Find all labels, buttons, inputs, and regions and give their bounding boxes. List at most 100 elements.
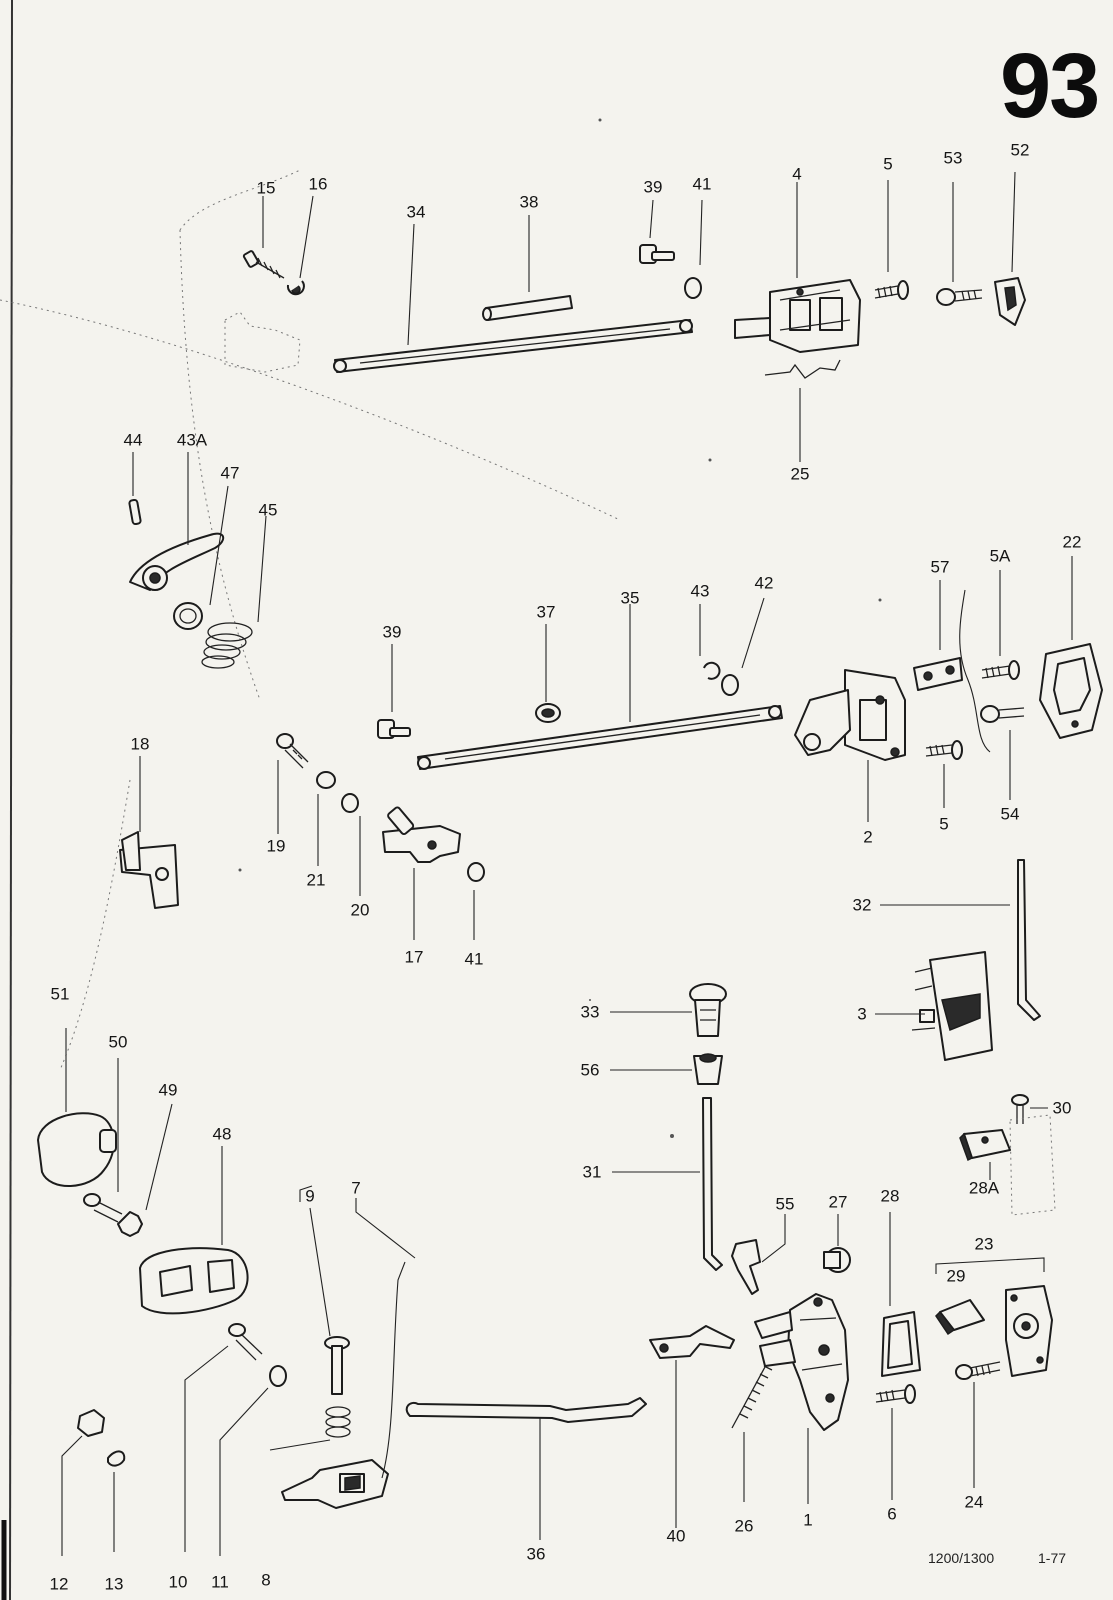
part-label-51: 51 [50,984,70,1004]
door-outline-hint [0,299,621,521]
part-label-8: 8 [261,1570,271,1590]
bezel-22 [1039,643,1103,739]
part-label-52: 52 [1010,140,1030,160]
part-label-55: 55 [775,1194,795,1214]
part-label-23: 23 [974,1234,994,1254]
model-code: 1200/1300 [928,1550,995,1566]
washer-21 [316,771,336,789]
rod-36 [405,1397,647,1423]
rod-32 [1017,859,1041,1021]
part-label-42: 42 [754,573,774,593]
screw-5-top [874,280,909,300]
grommet-37 [535,703,561,723]
clip-13 [107,1450,126,1467]
part-label-25: 25 [790,464,810,484]
part-label-7: 7 [351,1178,361,1198]
part-label-27: 27 [828,1192,848,1212]
pin-9 [324,1336,350,1395]
part-label-39-mid: 39 [382,622,402,642]
part-label-31: 31 [582,1162,602,1182]
part-label-41-top: 41 [692,174,712,194]
part-label-35: 35 [620,588,640,608]
part-label-1: 1 [803,1510,813,1530]
pin-44 [128,498,142,526]
lock-bracket-17 [382,806,461,863]
spring-clip-25 [764,359,841,379]
lever-40 [649,1325,735,1359]
part-label-32: 32 [852,895,872,915]
part-label-33: 33 [580,1002,600,1022]
part-label-22: 22 [1062,532,1082,552]
part-label-44: 44 [123,430,143,450]
screw-10 [228,1323,263,1361]
wedge-29 [935,1299,985,1336]
part-label-30: 30 [1052,1098,1072,1118]
washer-41-top [684,277,702,299]
latch-1 [754,1293,849,1431]
spring-45 [201,622,253,669]
part-label-16: 16 [308,174,328,194]
screw-19 [276,733,309,769]
part-label-56: 56 [580,1060,600,1080]
part-label-54: 54 [1000,804,1020,824]
date-code: 1-77 [1038,1550,1067,1566]
part-label-50: 50 [108,1032,128,1052]
cap-51 [37,1112,117,1187]
button-33 [689,983,727,1037]
handle-lever-43A [129,532,225,591]
part-label-28A: 28A [968,1178,1000,1198]
part-label-9: 9 [305,1186,315,1206]
screw-5-mid [925,740,963,760]
lock-assembly-2 [794,669,906,761]
washer-41-mid [467,862,485,882]
washer-42 [721,674,739,696]
part-label-40: 40 [666,1526,686,1546]
part-label-19: 19 [266,836,286,856]
plate-57 [913,657,963,691]
scan-specks [238,118,882,1138]
part-label-15: 15 [256,178,276,198]
screw-24 [955,1361,1001,1380]
part-label-20: 20 [350,900,370,920]
washer-20 [341,793,359,813]
part-label-43: 43 [690,581,710,601]
screw-6 [875,1384,916,1404]
handle-body-7 [281,1459,389,1509]
part-label-26: 26 [734,1516,754,1536]
part-label-39-top: 39 [643,177,663,197]
clip-43 [703,661,721,680]
clip-16 [286,280,305,296]
lock-mechanism-4 [734,279,861,353]
rod-35 [417,705,783,770]
part-label-13: 13 [104,1574,124,1594]
part-label-38: 38 [519,192,539,212]
lock-housing-3 [911,951,993,1061]
part-label-6: 6 [887,1504,897,1524]
door-outline-hint [59,779,131,1071]
part-label-5-top: 5 [883,154,893,174]
page-number: 93 [1000,35,1100,137]
screw-30 [1011,1094,1029,1124]
part-label-2: 2 [863,827,873,847]
part-label-12: 12 [49,1574,69,1594]
part-label-3: 3 [857,1004,867,1024]
screw-15 [242,250,285,279]
escutcheon-48 [139,1247,249,1315]
part-label-34: 34 [406,202,426,222]
screw-53 [936,288,983,306]
part-label-21: 21 [306,870,326,890]
washer-11 [269,1365,287,1387]
part-label-47: 47 [220,463,240,483]
part-label-53: 53 [943,148,963,168]
part-label-36: 36 [526,1544,546,1564]
seal-28 [881,1311,921,1377]
part-label-57: 57 [930,557,950,577]
door-outline-hint [179,169,301,231]
bushing-39-mid [377,719,411,739]
bracket-18 [119,831,179,909]
part-55 [731,1239,761,1295]
grommet-56 [693,1053,723,1085]
part-label-17: 17 [404,947,424,967]
screw-50 [83,1193,123,1223]
